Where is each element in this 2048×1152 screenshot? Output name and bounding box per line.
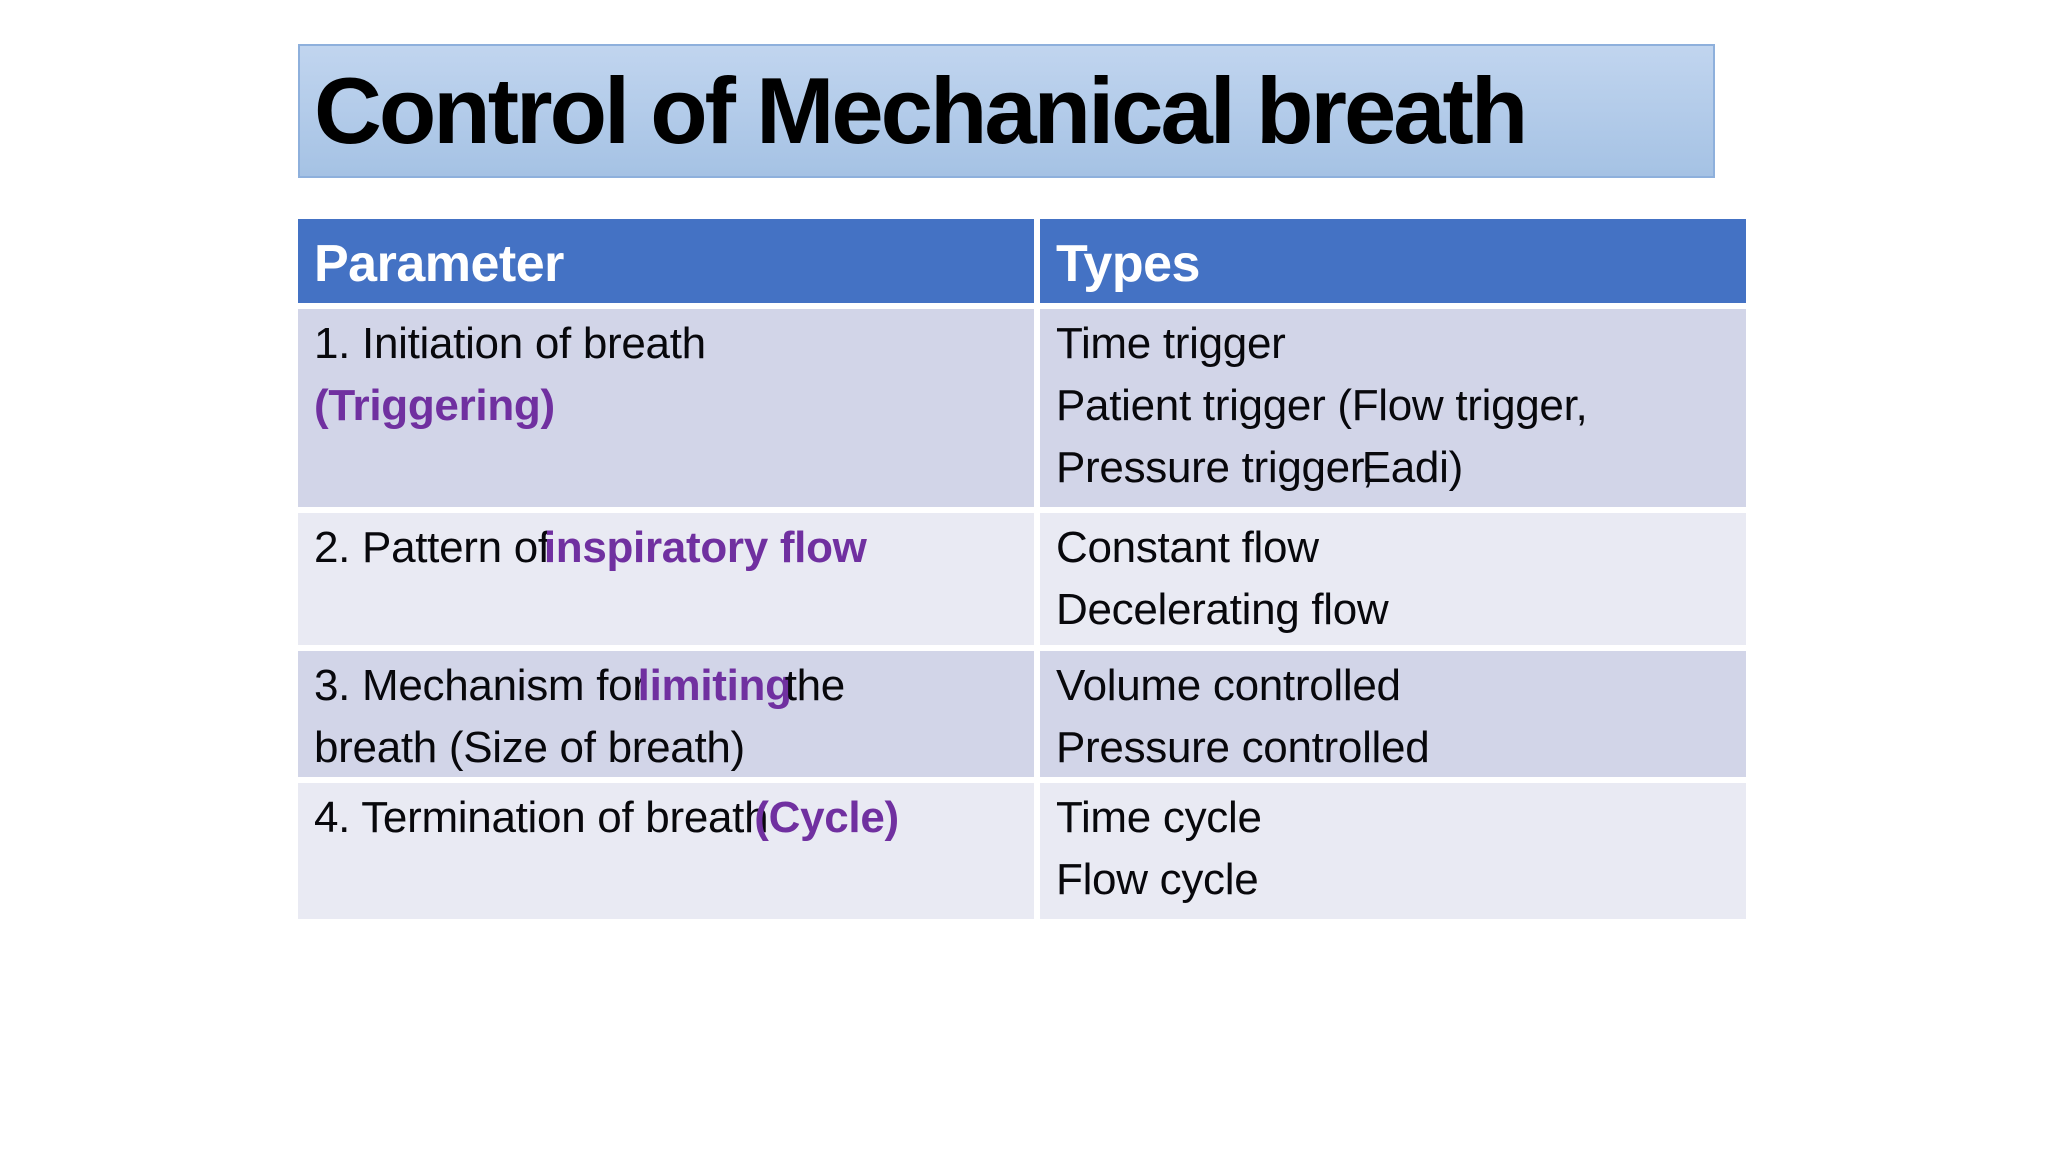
table-header-parameter: Parameter — [298, 219, 1034, 303]
row4-types-line2: Flow cycle — [1056, 855, 1259, 904]
row2-inspiratory-flow-term: inspiratory flow — [543, 523, 867, 572]
row4-cycle-term: (Cycle) — [754, 793, 899, 842]
row3-parameter-line1: 3. Mechanism forlimitingthe — [314, 655, 1022, 717]
header-parameter-label: Parameter — [314, 235, 564, 293]
row1-parameter-line1: 1. Initiation of breath — [314, 319, 706, 368]
row1-types-line2: Patient trigger (Flow trigger, — [1056, 381, 1588, 430]
page-title: Control of Mechanical breath — [314, 58, 1528, 163]
row3-parameter-cell: 3. Mechanism forlimitingthe breath (Size… — [298, 651, 1034, 777]
row3-parameter-line2: breath (Size of breath) — [314, 723, 745, 772]
row2-types-line1: Constant flow — [1056, 523, 1319, 572]
row1-types-line1: Time trigger — [1056, 319, 1286, 368]
row1-types-line3: Pressure trigger,Eadi) — [1056, 437, 1734, 499]
row1-parameter-line2: (Triggering) — [314, 375, 1022, 437]
row1-triggering-term: (Triggering) — [314, 381, 555, 430]
header-types-label: Types — [1056, 235, 1200, 293]
row1-types-line3-eadi: Eadi) — [1361, 443, 1464, 492]
row3-parameter-text-a: 3. Mechanism for — [314, 661, 647, 710]
row3-limiting-term: limiting — [637, 661, 792, 710]
row4-parameter-line1: 4. Termination of breath(Cycle) — [314, 787, 1022, 849]
row2-parameter-text: 2. Pattern of — [314, 523, 550, 572]
row1-types-line3-text: Pressure trigger — [1056, 443, 1362, 492]
row4-types-line1: Time cycle — [1056, 793, 1262, 842]
row1-types-line3-comma: , — [1361, 443, 1374, 492]
row2-parameter-cell: 2. Pattern ofinspiratory flow — [298, 513, 1034, 645]
row3-parameter-text-b: the — [784, 661, 846, 710]
row2-parameter-line1: 2. Pattern ofinspiratory flow — [314, 517, 1022, 579]
row2-types-line2: Decelerating flow — [1056, 585, 1389, 634]
row4-parameter-cell: 4. Termination of breath(Cycle) — [298, 783, 1034, 919]
row1-types-cell: Time trigger Patient trigger (Flow trigg… — [1040, 309, 1746, 507]
row1-parameter-cell: 1. Initiation of breath (Triggering) — [298, 309, 1034, 507]
slide-title-box: Control of Mechanical breath — [298, 44, 1715, 178]
row3-types-cell: Volume controlled Pressure controlled — [1040, 651, 1746, 777]
row3-types-line1: Volume controlled — [1056, 661, 1401, 710]
row2-types-cell: Constant flow Decelerating flow — [1040, 513, 1746, 645]
table-header-types: Types — [1040, 219, 1746, 303]
control-parameters-table: Parameter Types 1. Initiation of breath … — [298, 219, 1746, 919]
row4-types-cell: Time cycle Flow cycle — [1040, 783, 1746, 919]
row4-parameter-text: 4. Termination of breath — [314, 793, 769, 842]
row3-types-line2: Pressure controlled — [1056, 723, 1430, 772]
